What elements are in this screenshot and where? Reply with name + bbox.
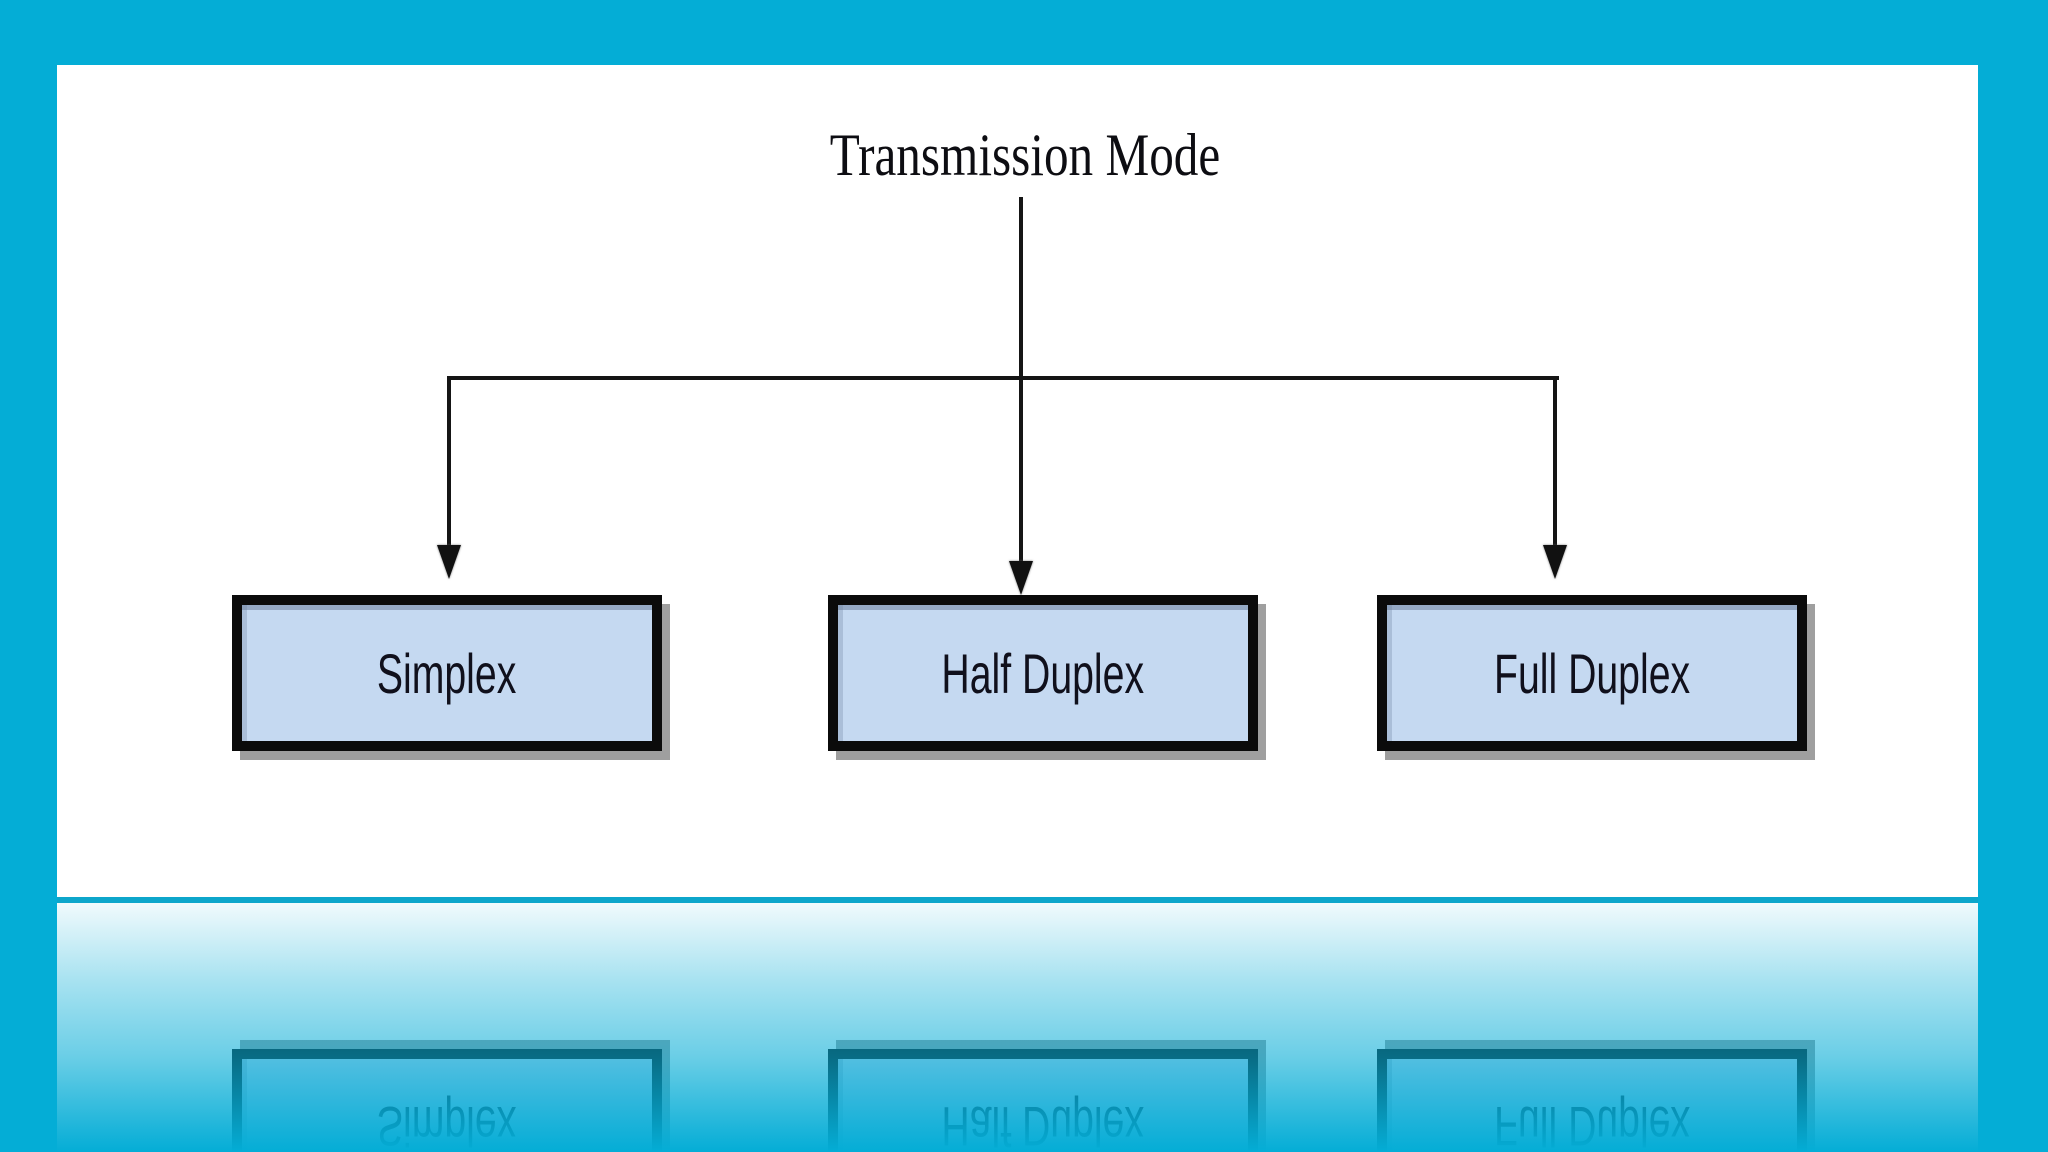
arrow-down-icon — [1009, 561, 1033, 595]
connector-horizontal-line — [447, 376, 1559, 380]
reflection-overlay — [57, 903, 1978, 1152]
slide-canvas: Transmission Mode Simplex Half Duplex Fu… — [57, 65, 1978, 897]
node-label: Simplex — [377, 641, 517, 705]
divider-line — [57, 897, 1978, 903]
node-simplex: Simplex — [232, 595, 662, 751]
connector-trunk-line — [1019, 197, 1023, 563]
arrow-down-icon — [1543, 545, 1567, 579]
node-label: Full Duplex — [1493, 641, 1691, 705]
arrow-down-icon — [437, 545, 461, 579]
node-full-duplex: Full Duplex — [1377, 595, 1807, 751]
slide-reflection: Transmission Mode Simplex Half Duplex Fu… — [57, 903, 1978, 1152]
connector-drop-right — [1553, 376, 1557, 548]
node-label: Half Duplex — [941, 641, 1145, 705]
node-half-duplex: Half Duplex — [828, 595, 1258, 751]
diagram-title: Transmission Mode — [829, 122, 1221, 188]
connector-drop-left — [447, 376, 451, 548]
